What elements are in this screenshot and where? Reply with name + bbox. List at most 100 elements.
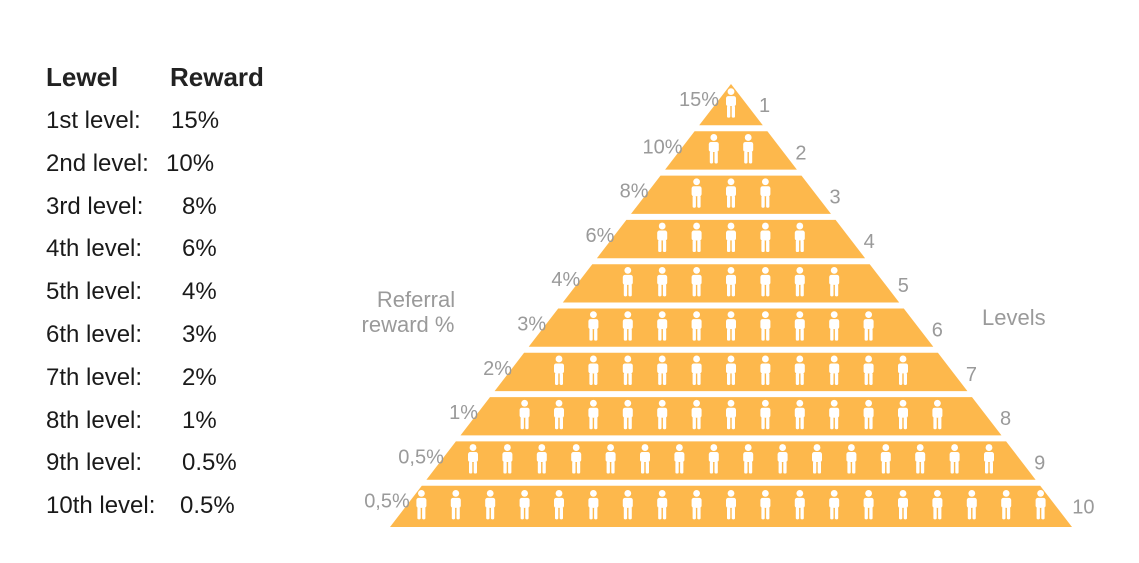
tier-level-label: 2	[795, 142, 806, 164]
tier-percent-label: 4%	[551, 269, 580, 291]
person-icon	[760, 355, 771, 385]
level-label: 8th level:	[46, 406, 143, 434]
reward-value: 10%	[166, 149, 215, 177]
header-level: Lewel	[46, 62, 119, 92]
tier-percent-label: 3%	[517, 314, 546, 336]
person-icon	[554, 489, 564, 520]
pyramid-tier: 1%8	[449, 397, 1011, 436]
reward-row: 4th level: 6%	[46, 235, 286, 267]
person-icon	[949, 444, 960, 474]
reward-row: 1st level: 15%	[46, 107, 286, 139]
person-icon	[691, 311, 702, 341]
person-icon	[708, 134, 719, 164]
reward-value: 6%	[182, 235, 217, 263]
person-icon	[898, 355, 908, 385]
reward-value: 15%	[171, 107, 220, 134]
person-icon	[588, 355, 599, 385]
reward-value: 2%	[182, 363, 217, 391]
pyramid-tier: 15%1	[679, 84, 770, 126]
level-label: 3rd level:	[46, 192, 144, 220]
person-icon	[984, 444, 994, 474]
person-icon	[760, 311, 771, 341]
person-icon	[726, 399, 736, 430]
reward-row: 2nd level:10%	[46, 150, 286, 182]
person-icon	[691, 178, 702, 208]
pyramid-tier: 4%5	[551, 264, 909, 303]
level-label: 10th level:	[46, 492, 156, 520]
tier-band	[426, 441, 1036, 480]
level-label: 1st level:	[46, 107, 141, 134]
tier-level-label: 3	[830, 187, 841, 209]
person-icon	[915, 444, 926, 474]
pyramid-tier: 6% 4	[585, 219, 875, 259]
person-icon	[588, 399, 599, 430]
person-icon	[794, 222, 805, 253]
person-icon	[829, 266, 840, 297]
person-icon	[812, 444, 822, 474]
person-icon	[674, 444, 685, 474]
person-icon	[571, 444, 582, 474]
tier-level-label: 9	[1034, 452, 1045, 474]
tier-level-label: 4	[864, 231, 875, 253]
reward-row: 9th level: 0.5%	[46, 449, 286, 481]
person-icon	[468, 444, 478, 474]
person-icon	[657, 266, 668, 297]
person-icon	[726, 355, 736, 385]
tier-level-label: 8	[1000, 408, 1011, 430]
person-icon	[657, 222, 668, 253]
reward-value: 1%	[182, 406, 217, 434]
person-icon	[863, 355, 874, 385]
person-icon	[622, 355, 633, 385]
level-label: 9th level:	[46, 449, 143, 477]
tier-level-label: 6	[932, 320, 943, 342]
person-icon	[536, 444, 547, 474]
tier-band	[665, 131, 797, 170]
person-icon	[554, 399, 564, 430]
tier-percent-label: 8%	[620, 181, 649, 203]
person-icon	[588, 311, 599, 341]
pyramid-tier: 2%7	[483, 352, 977, 392]
level-label: 6th level:	[46, 321, 143, 348]
person-icon	[622, 266, 633, 297]
person-icon	[966, 489, 977, 520]
person-icon	[726, 178, 736, 208]
person-icon	[898, 489, 908, 520]
pyramid-tier: 10% 2	[643, 131, 807, 170]
level-label: 4th level:	[46, 235, 143, 263]
reward-row: 6th level: 3%	[46, 321, 286, 353]
person-icon	[691, 399, 702, 430]
person-icon	[743, 444, 754, 474]
person-icon	[760, 178, 771, 208]
person-icon	[657, 355, 668, 385]
person-icon	[898, 399, 908, 430]
reward-row: 7th level: 2%	[46, 364, 286, 396]
person-icon	[863, 489, 874, 520]
person-icon	[1001, 489, 1012, 520]
header-reward: Reward	[170, 62, 264, 92]
referral-reward-caption-line2: reward %	[362, 312, 455, 337]
person-icon	[760, 266, 771, 297]
reward-row: 10th level:0.5%	[46, 492, 286, 524]
person-icon	[485, 489, 496, 520]
person-icon	[863, 399, 874, 430]
person-icon	[691, 222, 702, 253]
person-icon	[657, 399, 668, 430]
person-icon	[708, 444, 719, 474]
person-icon	[794, 266, 805, 297]
person-icon	[1035, 489, 1046, 520]
reward-value: 8%	[182, 192, 217, 220]
tier-percent-label: 6%	[585, 225, 614, 247]
level-label: 5th level:	[46, 278, 143, 306]
person-icon	[794, 399, 805, 430]
reward-row: 8th level: 1%	[46, 407, 286, 439]
level-label: 7th level:	[46, 363, 143, 391]
tier-level-label: 7	[966, 364, 977, 386]
levels-caption: Levels	[982, 305, 1046, 330]
reward-row: 3rd level: 8%	[46, 193, 286, 225]
reward-value: 0.5%	[182, 449, 237, 477]
reward-value: 3%	[182, 321, 217, 348]
person-icon	[760, 489, 771, 520]
person-icon	[519, 489, 530, 520]
pyramid-tier: 0,5%9	[398, 441, 1045, 480]
tier-percent-label: 10%	[643, 136, 683, 158]
